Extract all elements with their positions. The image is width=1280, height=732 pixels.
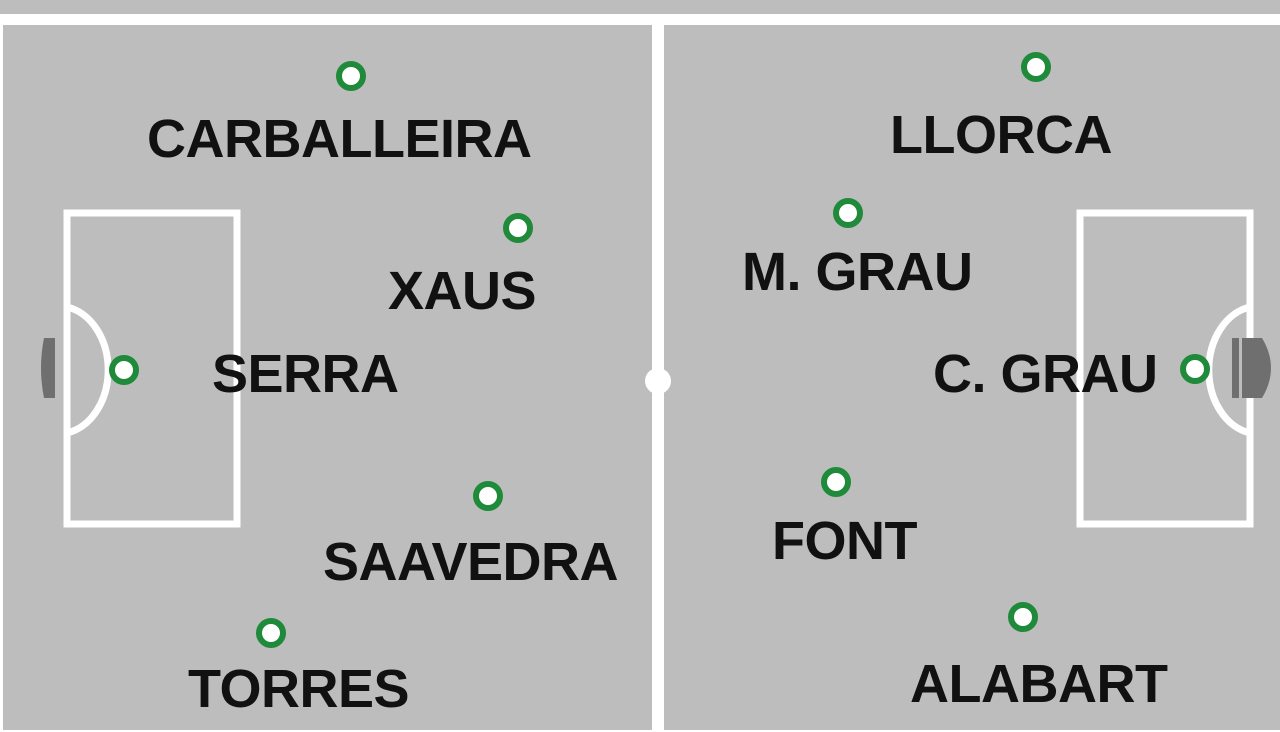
center-spot — [645, 368, 671, 394]
right-half — [664, 25, 1280, 730]
left-half — [3, 25, 652, 730]
left-penalty-area — [63, 209, 241, 528]
left-goal-gap — [59, 338, 62, 398]
top-strip — [0, 0, 1280, 14]
right-goal-gap — [1239, 338, 1242, 398]
right-goal — [1232, 338, 1271, 398]
left-goal — [41, 338, 55, 398]
left-goal-arc — [66, 303, 112, 437]
